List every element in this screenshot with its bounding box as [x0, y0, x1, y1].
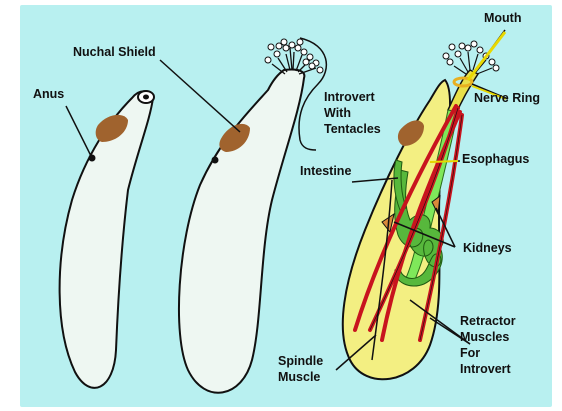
label-intestine: Intestine [300, 164, 351, 178]
label-nerve-ring: Nerve Ring [474, 91, 540, 105]
label-retractor-3: For [460, 346, 480, 360]
label-kidneys: Kidneys [463, 241, 512, 255]
label-retractor-2: Muscles [460, 330, 509, 344]
middle-anus [212, 157, 219, 164]
label-retractor-1: Retractor [460, 314, 516, 328]
left-mouth-center [143, 95, 149, 100]
anus-leader [66, 106, 92, 158]
label-introvert-1: Introvert [324, 90, 376, 104]
esophagus-yellow-leader [430, 161, 458, 162]
label-spindle-1: Spindle [278, 354, 323, 368]
middle-body-outline [179, 69, 304, 392]
label-esophagus: Esophagus [462, 152, 529, 166]
nuchal-leader [160, 60, 240, 132]
label-mouth: Mouth [484, 11, 521, 25]
label-introvert-3: Tentacles [324, 122, 381, 136]
label-nuchal-shield: Nuchal Shield [73, 45, 156, 59]
label-retractor-4: Introvert [460, 362, 512, 376]
label-introvert-2: With [324, 106, 351, 120]
cutaway-tentacle-tips [443, 41, 499, 71]
mouth-yellow-leader [468, 32, 505, 80]
label-spindle-2: Muscle [278, 370, 320, 384]
label-anus: Anus [33, 87, 64, 101]
